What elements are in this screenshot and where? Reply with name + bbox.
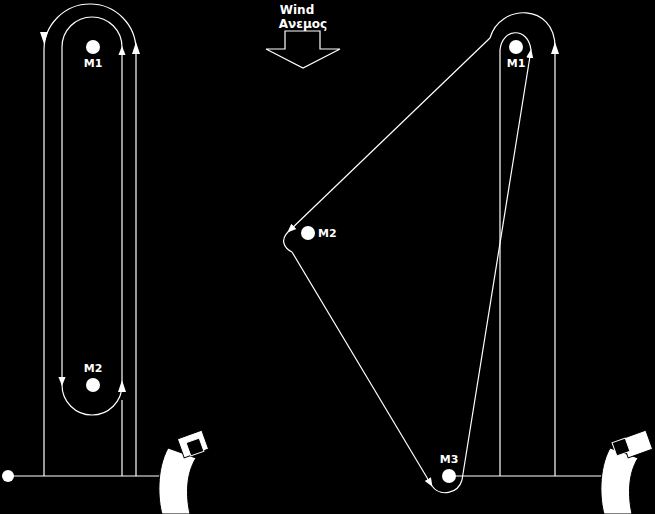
course-mark: M2 [301, 226, 337, 240]
mark-label: M3 [440, 453, 459, 466]
committee-boat [159, 430, 209, 514]
mark-buoy [509, 40, 523, 54]
arrowhead [40, 32, 48, 44]
start-line [455, 475, 605, 476]
course-leg [292, 252, 432, 486]
committee-boat [601, 430, 653, 514]
start-line [12, 475, 185, 476]
course-leg [121, 400, 122, 476]
mark-label: M1 [84, 57, 103, 70]
wind-arrow [266, 31, 340, 68]
arrowhead [132, 42, 140, 54]
course-mark: M2 [84, 362, 103, 392]
course-leg [121, 47, 122, 385]
course-loop [44, 4, 136, 476]
course-leg [462, 50, 531, 480]
mark-buoy [86, 378, 100, 392]
mark-rounding [284, 232, 292, 252]
course-mark: M1 [84, 40, 103, 70]
course-lines [12, 4, 605, 493]
mark-buoy [86, 40, 100, 54]
course-leg [288, 38, 490, 232]
course-loop [500, 33, 531, 476]
mark-buoy [301, 226, 315, 240]
course-mark: M3 [440, 453, 459, 483]
direction-arrows [40, 32, 559, 392]
arrowhead [551, 42, 559, 54]
mark-buoy [442, 469, 456, 483]
mark-label: M2 [318, 227, 337, 240]
pin-end [2, 470, 14, 482]
mark-label: M2 [84, 362, 103, 375]
wind-label: Ανεμος [279, 17, 327, 31]
course-leg [61, 47, 62, 385]
wind-label: Wind [280, 3, 314, 17]
mark-label: M1 [507, 57, 526, 70]
course-mark: M1 [507, 40, 526, 70]
